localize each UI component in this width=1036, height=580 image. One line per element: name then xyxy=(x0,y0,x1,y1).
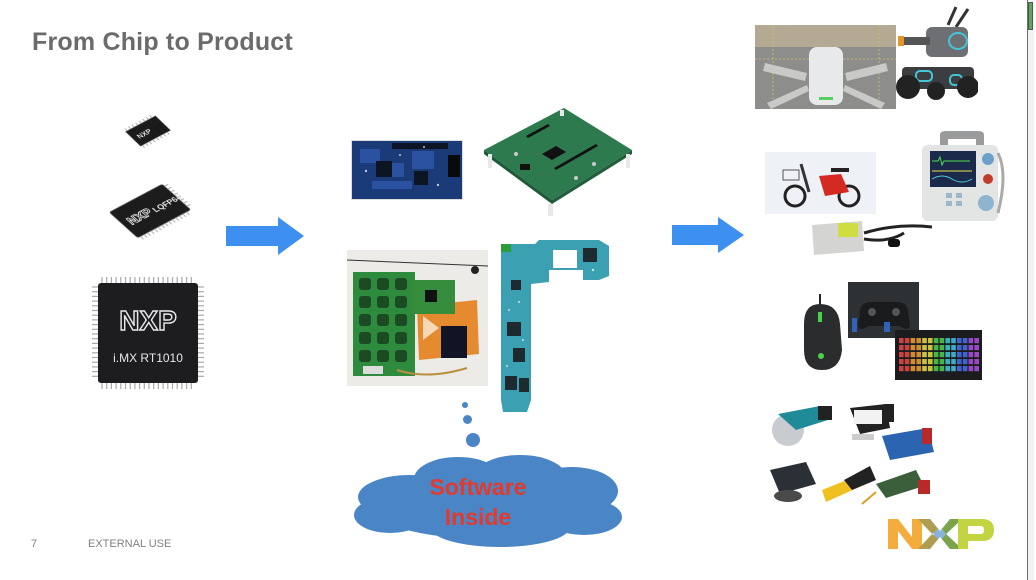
imx-chip-marking: i.MX RT1010 xyxy=(113,351,183,365)
vertical-scrollbar[interactable] xyxy=(1027,0,1034,580)
imx-rt1010-chip-image: NXP i.MX RT1010 xyxy=(92,277,204,389)
nxp-logo xyxy=(888,519,994,549)
robot-rover-image xyxy=(896,5,978,101)
arrow-board-to-product xyxy=(672,217,744,253)
blue-dev-board-image xyxy=(351,140,463,200)
rgb-keyboard-image xyxy=(895,330,982,380)
electric-scooter-image xyxy=(765,152,876,214)
scrollbar-thumb[interactable] xyxy=(1028,2,1033,30)
thought-bubble-large xyxy=(466,433,480,447)
lqfp64-chip-image: NXP LQFP64 xyxy=(109,183,191,240)
keypad-prototype-image xyxy=(347,250,488,386)
power-tools-image xyxy=(766,400,936,510)
game-controller-image xyxy=(848,282,919,338)
classification-label: EXTERNAL USE xyxy=(88,538,172,550)
imx-chip-logo: NXP xyxy=(119,305,177,336)
power-adapter-image xyxy=(808,213,932,257)
thought-bubble-small xyxy=(462,402,468,408)
drone-image xyxy=(755,25,896,109)
cloud-text: Software Inside xyxy=(400,472,556,532)
phone-mainboard-image xyxy=(499,240,611,412)
cloud-text-line2: Inside xyxy=(444,504,512,530)
small-chip-image: NXP xyxy=(124,115,172,148)
software-inside-cloud xyxy=(354,455,622,547)
slide-title: From Chip to Product xyxy=(32,28,293,56)
page-number: 7 xyxy=(31,538,38,550)
gaming-mouse-image xyxy=(798,294,846,372)
cloud-text-line1: Software xyxy=(429,474,527,500)
thought-bubble-medium xyxy=(463,415,472,424)
green-eval-board-image xyxy=(476,108,636,218)
defibrillator-image xyxy=(916,131,1008,223)
arrow-chip-to-board xyxy=(226,217,304,255)
